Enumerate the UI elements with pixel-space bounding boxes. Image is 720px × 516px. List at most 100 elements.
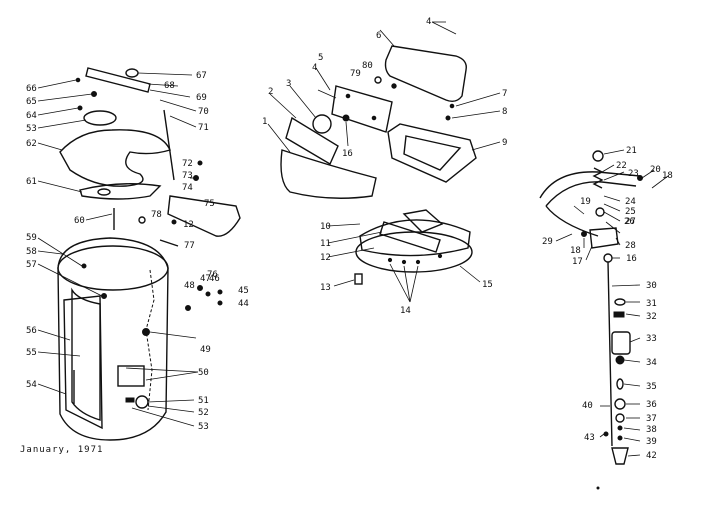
callout-50: 50 — [198, 368, 209, 378]
cover-6 — [384, 45, 467, 103]
base-15-top — [359, 219, 471, 257]
callout-65: 65 — [26, 97, 37, 107]
base-1 — [280, 149, 377, 199]
valve-body-assembly — [280, 45, 477, 285]
screw-66 — [75, 77, 81, 83]
callout-6: 6 — [376, 31, 381, 41]
callout-47: 47 — [200, 274, 211, 284]
callout-9: 9 — [502, 138, 507, 148]
brine-well — [63, 295, 103, 430]
callout-67: 67 — [196, 71, 207, 81]
callout-45: 45 — [238, 286, 249, 296]
callout-80: 80 — [362, 61, 373, 71]
callout-69: 69 — [196, 93, 207, 103]
washer-65 — [91, 91, 97, 97]
fitting-16 — [342, 114, 350, 122]
callout-42: 42 — [646, 451, 657, 461]
callout-17: 17 — [572, 257, 583, 267]
channel-12 — [379, 221, 441, 253]
fitting-14b — [401, 259, 407, 265]
callout-30: 30 — [646, 281, 657, 291]
callout-49: 49 — [200, 345, 211, 355]
ring-40 — [617, 435, 623, 441]
callout-12: 12 — [183, 220, 194, 230]
disc-3 — [312, 114, 332, 134]
callout-29: 29 — [542, 237, 553, 247]
callout-1: 1 — [262, 117, 267, 127]
screw-5a — [345, 93, 351, 99]
brine-tank-assembly — [57, 67, 241, 441]
callout-51: 51 — [198, 396, 209, 406]
callout-70: 70 — [198, 107, 209, 117]
stem-31 — [607, 261, 613, 447]
nut-35 — [615, 355, 625, 365]
fitting-14a — [387, 257, 393, 263]
callout-60: 60 — [74, 216, 85, 226]
brine-tube-19b — [545, 181, 637, 207]
callout-18: 18 — [662, 171, 673, 181]
callout-24: 24 — [625, 197, 636, 207]
callout-52: 52 — [198, 408, 209, 418]
callout-57: 57 — [26, 260, 37, 270]
callout-34: 34 — [646, 358, 657, 368]
right-leaders — [555, 149, 669, 457]
callout-13: 13 — [320, 283, 331, 293]
hose-clamp — [125, 397, 135, 403]
pin-77 — [159, 239, 179, 247]
callout-44: 44 — [238, 299, 249, 309]
cam-11 — [402, 209, 444, 233]
plate-hole — [97, 188, 111, 196]
callout-16: 16 — [342, 149, 353, 159]
brine-plate-61 — [79, 183, 162, 200]
callout-75: 75 — [204, 199, 215, 209]
brine-tube-19 — [539, 171, 641, 199]
callout-35: 35 — [646, 382, 657, 392]
fitting-14d — [437, 253, 443, 259]
overflow-bracket — [117, 365, 145, 387]
clip-13 — [354, 273, 363, 285]
washer-32 — [614, 298, 626, 306]
cover-53 — [83, 110, 117, 126]
nut-64 — [77, 105, 83, 111]
housing-well — [403, 135, 462, 171]
brine-valve-assembly — [539, 150, 643, 490]
callout-36: 36 — [646, 400, 657, 410]
knob-67 — [125, 68, 139, 78]
callout-7: 7 — [502, 89, 507, 99]
fitting-79 — [374, 76, 382, 84]
callout-37: 37 — [646, 414, 657, 424]
callout-23: 23 — [628, 169, 639, 179]
fitting-17 — [581, 231, 587, 237]
fitting-47 — [197, 285, 203, 291]
callout-59: 59 — [26, 233, 37, 243]
fitting-12 — [171, 219, 177, 225]
date-note: January, 1971 — [20, 445, 103, 455]
callout-43: 43 — [584, 433, 595, 443]
spacer-33 — [613, 311, 625, 318]
fitting-78 — [138, 216, 146, 224]
tank-seam — [145, 269, 155, 411]
callout-46: 46 — [209, 274, 220, 284]
callout-64: 64 — [26, 111, 37, 121]
callout-27: 27 — [625, 217, 636, 227]
callout-54: 54 — [26, 380, 37, 390]
tank-rim — [57, 245, 169, 291]
callout-61: 61 — [26, 177, 37, 187]
callout-12: 12 — [320, 253, 331, 263]
washer-45 — [217, 289, 223, 295]
screw-44 — [217, 300, 223, 306]
middle-leaders — [267, 21, 501, 303]
callout-53: 53 — [26, 124, 37, 134]
strainer-41 — [611, 447, 629, 465]
rod-71 — [163, 109, 175, 181]
callout-72: 72 — [182, 159, 193, 169]
left-leaders — [37, 72, 199, 427]
callout-71: 71 — [198, 123, 209, 133]
cap-21 — [592, 150, 604, 162]
tube-18 — [545, 205, 599, 237]
callout-4: 4 — [312, 63, 317, 73]
callout-8: 8 — [502, 107, 507, 117]
bracket-68 — [85, 67, 151, 93]
callout-26: 26 — [624, 217, 635, 227]
